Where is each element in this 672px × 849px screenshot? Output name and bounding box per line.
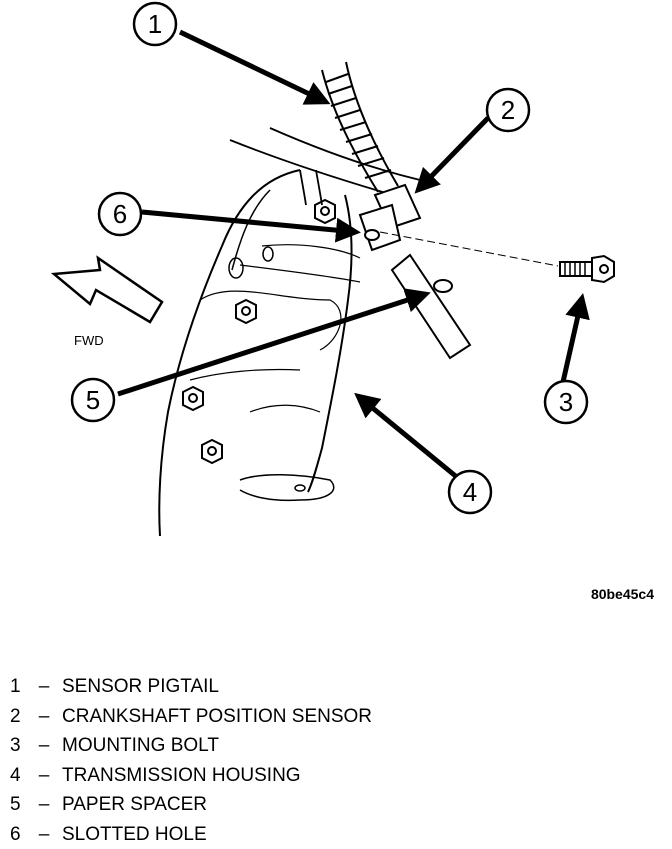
housing-bolt: [315, 200, 335, 223]
legend-dash: –: [26, 790, 62, 820]
legend-dash: –: [26, 731, 62, 761]
legend-dash: –: [26, 820, 62, 849]
legend-number: 5: [10, 790, 26, 820]
svg-text:6: 6: [113, 199, 127, 229]
leader-line-3: [563, 298, 582, 382]
housing-bolt: [202, 440, 222, 463]
legend-number: 3: [10, 731, 26, 761]
legend-item: 3–MOUNTING BOLT: [10, 731, 650, 761]
legend-item: 6–SLOTTED HOLE: [10, 820, 650, 849]
legend-dash: –: [26, 761, 62, 791]
paper-spacer: [434, 280, 452, 292]
callout-3: 3: [545, 381, 587, 423]
sensor-installation-diagram: FWD 1 2 3 4 5 6 80be45c4: [0, 0, 672, 600]
svg-text:2: 2: [501, 95, 515, 125]
callout-2: 2: [487, 89, 529, 131]
leader-line-4: [358, 396, 458, 478]
legend-text: MOUNTING BOLT: [62, 735, 219, 756]
legend-number: 2: [10, 702, 26, 732]
legend-dash: –: [26, 702, 62, 732]
housing-bolt: [183, 387, 203, 410]
mounting-bolt: [560, 256, 614, 282]
leader-line-2: [418, 118, 488, 190]
legend-item: 4–TRANSMISSION HOUSING: [10, 761, 650, 791]
forward-direction-arrow-icon: [54, 258, 162, 322]
svg-text:1: 1: [148, 9, 162, 39]
leader-line-5: [118, 294, 426, 394]
callout-1: 1: [134, 3, 176, 45]
legend-item: 5–PAPER SPACER: [10, 790, 650, 820]
legend-number: 6: [10, 820, 26, 849]
legend-text: TRANSMISSION HOUSING: [62, 765, 301, 786]
slotted-hole: [365, 230, 379, 240]
sensor-pigtail: [322, 62, 398, 192]
legend-number: 1: [10, 672, 26, 702]
housing-bolt: [236, 300, 256, 323]
parts-legend: 1–SENSOR PIGTAIL 2–CRANKSHAFT POSITION S…: [10, 672, 650, 849]
fwd-label: FWD: [74, 333, 104, 348]
legend-text: SENSOR PIGTAIL: [62, 676, 219, 697]
legend-number: 4: [10, 761, 26, 791]
legend-text: PAPER SPACER: [62, 794, 207, 815]
legend-item: 2–CRANKSHAFT POSITION SENSOR: [10, 702, 650, 732]
svg-text:5: 5: [86, 385, 100, 415]
leader-line-1: [180, 32, 326, 102]
legend-text: SLOTTED HOLE: [62, 824, 207, 845]
legend-text: CRANKSHAFT POSITION SENSOR: [62, 706, 372, 727]
callout-5: 5: [72, 379, 114, 421]
legend-item: 1–SENSOR PIGTAIL: [10, 672, 650, 702]
legend-dash: –: [26, 672, 62, 702]
callout-4: 4: [449, 471, 491, 513]
svg-text:4: 4: [463, 477, 477, 507]
callout-6: 6: [99, 193, 141, 235]
svg-text:3: 3: [559, 387, 573, 417]
figure-id: 80be45c4: [591, 586, 654, 600]
crankshaft-position-sensor: [360, 185, 470, 358]
